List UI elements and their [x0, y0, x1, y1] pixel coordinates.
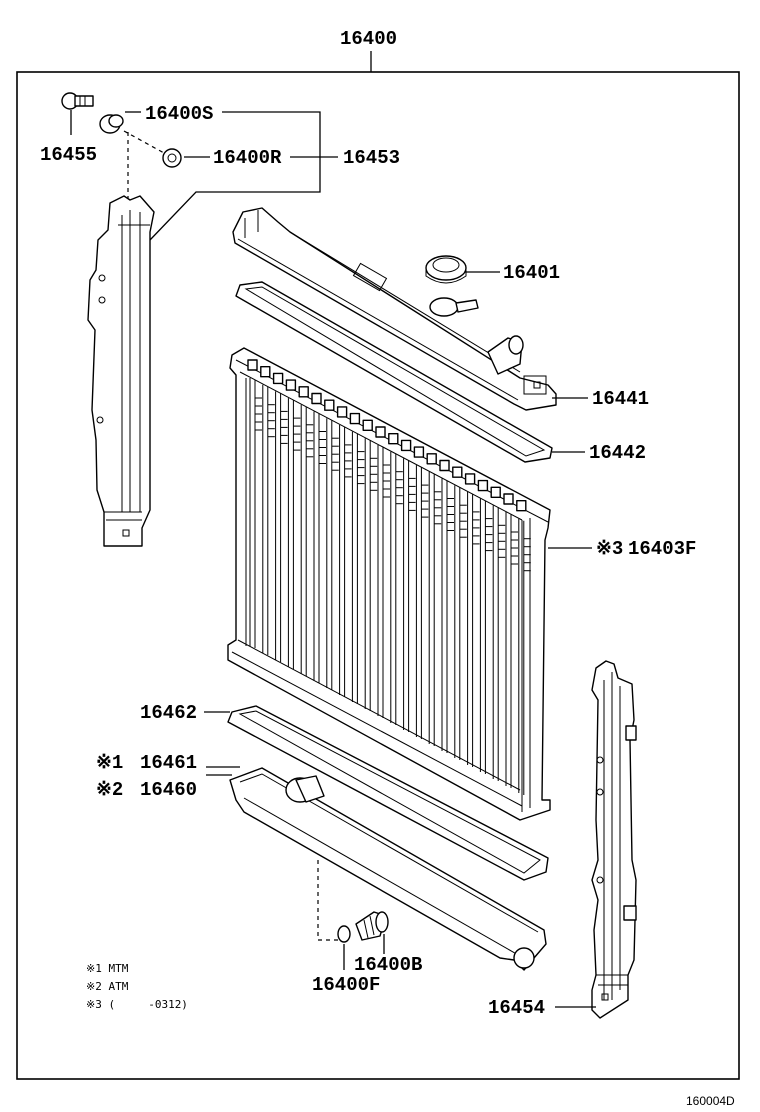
core-header-tooth: [413, 446, 425, 458]
cushion-16400S: [99, 114, 124, 134]
label-16455: 16455: [40, 144, 97, 166]
core-header-tooth: [490, 486, 501, 498]
note-mtm: ※1 MTM: [86, 962, 129, 975]
label-16400S: 16400S: [145, 103, 213, 125]
label-16441: 16441: [592, 388, 649, 410]
core-header-tooth: [260, 366, 271, 378]
label-16461: 16461: [140, 752, 197, 774]
core-header-tooth: [375, 426, 386, 438]
core-header-tooth: [426, 453, 437, 465]
core-header-tooth: [272, 372, 284, 385]
assembly-number-label: 16400: [340, 28, 397, 50]
core-header-tooth: [311, 392, 322, 405]
washer-16400R: [162, 148, 182, 168]
right-support-bracket-16454: [591, 660, 637, 1019]
label-16453: 16453: [343, 147, 400, 169]
note-atm: ※2 ATM: [86, 980, 129, 993]
core-header-tooth: [349, 412, 361, 425]
core-header-tooth: [439, 459, 450, 472]
label-16403F: 16403F: [628, 538, 696, 560]
core-header-tooth: [324, 399, 335, 411]
core-header-tooth: [362, 419, 373, 431]
bolt-16455: [61, 92, 94, 110]
core-header-tooth: [298, 386, 309, 398]
note-date-range: ※3 ( -0312): [86, 998, 188, 1011]
core-header-tooth: [388, 433, 399, 445]
label-16401: 16401: [503, 262, 560, 284]
core-header-tooth: [336, 406, 348, 418]
label-16400F: 16400F: [312, 974, 380, 996]
radiator-core-16403F: [227, 347, 551, 821]
label-16403F-mark: ※3: [596, 538, 623, 560]
lower-tank-16460: [229, 767, 547, 971]
diagram-frame: [16, 71, 740, 1080]
label-16461-mark: ※1: [96, 752, 123, 774]
label-16400B: 16400B: [354, 954, 422, 976]
gasket-16462: [227, 705, 549, 881]
figure-code: 160004D: [686, 1094, 735, 1108]
gasket-16442: [235, 281, 553, 463]
core-header-tooth: [477, 479, 489, 492]
radiator-cap-16401: [425, 255, 467, 284]
upper-tank-16441: [232, 207, 557, 411]
label-16460: 16460: [140, 779, 197, 801]
label-16400R: 16400R: [213, 147, 282, 169]
drain-plug-16400B: [355, 911, 389, 941]
core-header-tooth: [464, 473, 476, 485]
core-header-tooth: [503, 493, 514, 505]
core-header-tooth: [516, 500, 527, 512]
left-support-bracket: [87, 195, 155, 547]
label-16462: 16462: [140, 702, 197, 724]
o-ring-16400F: [337, 925, 351, 943]
core-header-tooth: [285, 379, 297, 391]
core-header-tooth: [400, 439, 412, 452]
label-16442: 16442: [589, 442, 646, 464]
core-header-tooth: [452, 466, 463, 478]
core-header-tooth: [247, 359, 258, 371]
label-16460-mark: ※2: [96, 779, 123, 801]
label-16454: 16454: [488, 997, 545, 1019]
